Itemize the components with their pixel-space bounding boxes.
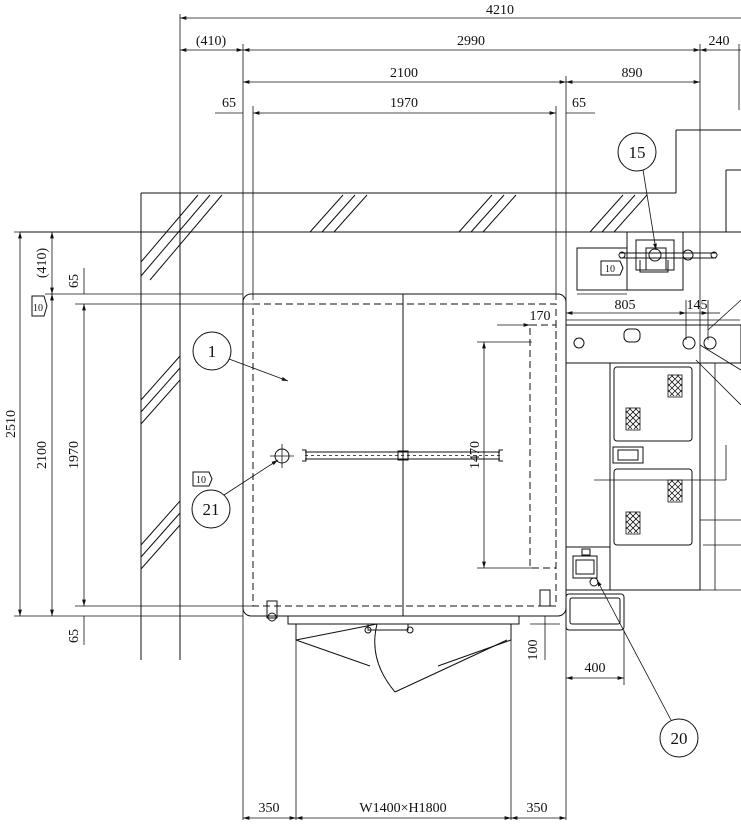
dim-room-depth: 2100 [35,441,50,469]
dim-wall-bottom: 65 [67,629,82,643]
dim-overall-width: 4210 [486,3,514,18]
dim-bottom-left: 350 [259,801,280,816]
tag-badge-left-mid: 10 [192,471,213,487]
dim-1470: 1470 [468,441,483,469]
dim-left-offset: (410) [196,34,227,49]
side-panel-dashed [529,324,557,569]
dim-gap-170: 170 [530,309,551,324]
callout-1: 1 [192,331,289,382]
bottom-dimension-chain: 350 W1400×H1800 350 [243,801,566,820]
dim-wall-left: 65 [222,96,236,111]
dim-span-2990: 2990 [457,34,485,49]
dim-unit-805: 805 [615,298,636,313]
crosshatch-squares [625,374,683,535]
callout-15-label: 15 [629,143,646,162]
dim-step-100: 100 [526,640,541,661]
tag-label-2: 10 [196,475,206,486]
top-dimension-chain: 4210 (410) 2990 240 2100 890 65 1970 65 [179,3,741,820]
callout-21: 21 [191,459,279,529]
rail-fixture [270,444,503,468]
tag-label-3: 10 [605,264,615,275]
callout-20-label: 20 [671,729,688,748]
dim-right-offset: 240 [709,34,730,49]
tag-badge-right: 10 [600,260,624,276]
dim-room-width: 2100 [390,66,418,81]
dim-bottom-right: 350 [527,801,548,816]
dim-unit-145: 145 [687,298,708,313]
dim-inner-depth: 1970 [67,441,82,469]
left-dimension-chain: 2510 (410) 2100 65 1970 65 [4,231,253,645]
dim-step-400: 400 [585,661,606,676]
dim-door-size: W1400×H1800 [359,801,446,816]
right-equipment: 805 145 [565,231,741,685]
dim-left-offset-v: (410) [35,248,50,279]
dim-170-group: 170 [497,309,740,327]
callout-15: 15 [617,132,657,251]
dim-right-zone: 890 [622,66,643,81]
callout-21-label: 21 [203,500,220,519]
door-assembly: 100 [266,589,560,820]
callout-20: 20 [596,579,699,758]
inner-dimension-1470: 1470 [468,341,532,569]
wall-outlines [20,129,741,660]
tag-badge-top-left: 10 [31,295,48,317]
tag-label-1: 10 [33,303,43,314]
dim-inner-width: 1970 [390,96,418,111]
wall-hatching [140,194,648,570]
dim-wall-right: 65 [572,96,586,111]
dim-wall-top: 65 [67,274,82,288]
dim-overall-depth: 2510 [4,410,19,438]
callout-1-label: 1 [208,342,217,361]
